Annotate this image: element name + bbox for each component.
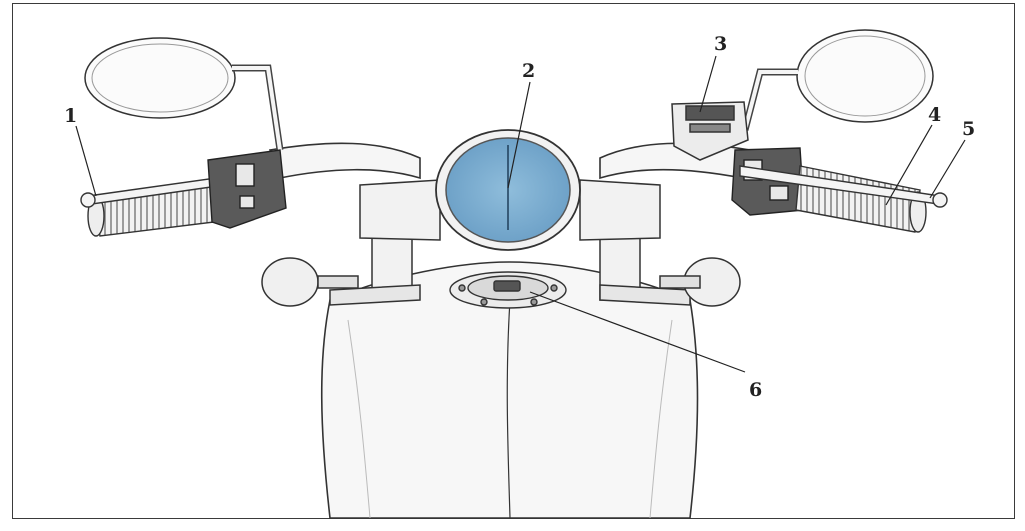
fuel-tank: [320, 261, 699, 519]
callout-4: 4: [928, 104, 941, 126]
fork-assembly: [329, 179, 691, 306]
callout-3: 3: [714, 33, 727, 55]
speedometer: [435, 129, 581, 251]
fuel-cap: [449, 271, 567, 309]
left-mirror: [84, 37, 284, 151]
callout-2: 2: [522, 60, 535, 82]
callout-6: 6: [749, 379, 762, 401]
callout-5: 5: [962, 118, 975, 140]
right-mirror: [741, 29, 934, 131]
right-turn-signal: [659, 257, 741, 307]
front-brake-lever: [739, 165, 948, 208]
left-turn-signal: [261, 257, 359, 307]
leader-lines: [75, 55, 966, 373]
clutch-lever: [80, 175, 233, 208]
callout-1: 1: [64, 105, 77, 127]
left-switch-housing: [207, 149, 287, 229]
brake-master-cylinder: [671, 101, 749, 161]
